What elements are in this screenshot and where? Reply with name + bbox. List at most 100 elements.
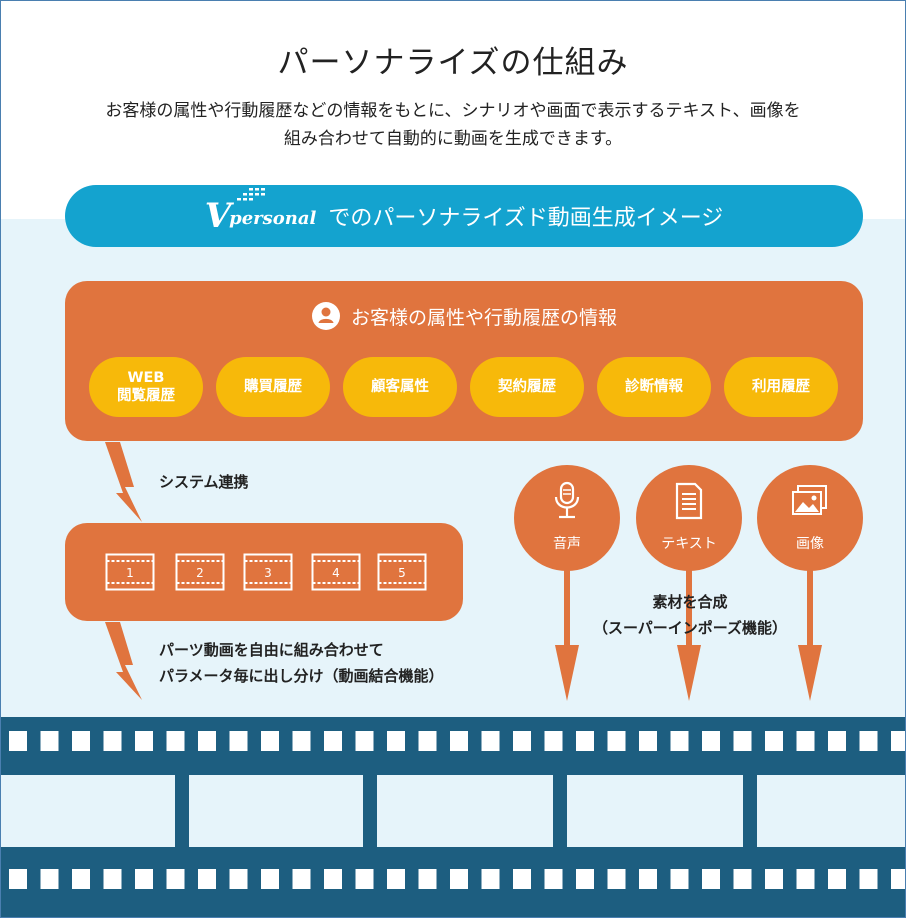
sprocket-hole xyxy=(576,869,594,889)
pill-line-1: WEB xyxy=(127,370,165,386)
pill-line-1: 利用履歴 xyxy=(752,379,810,395)
sprocket-hole xyxy=(9,869,27,889)
sprocket-hole xyxy=(639,731,657,751)
sprocket-hole xyxy=(261,869,279,889)
material-label: 音声 xyxy=(553,536,581,552)
attributes-heading-text: お客様の属性や行動履歴の情報 xyxy=(350,306,617,329)
sprocket-hole xyxy=(891,869,905,889)
film-frame-icon: 2 xyxy=(175,553,225,591)
attribute-pill-purchase: 購買履歴 xyxy=(216,357,330,417)
material-label: 画像 xyxy=(796,536,824,552)
sprocket-hole xyxy=(292,869,311,889)
sprocket-hole xyxy=(103,731,122,751)
sprocket-hole xyxy=(513,731,531,751)
sprocket-hole xyxy=(387,731,405,751)
sprocket-hole xyxy=(481,731,500,751)
sprocket-hole xyxy=(796,731,815,751)
sprocket-hole xyxy=(639,869,657,889)
sprocket-hole xyxy=(324,869,342,889)
sprocket-hole xyxy=(229,869,248,889)
system-link-label: システム連携 xyxy=(159,473,249,491)
sprocket-hole xyxy=(166,731,185,751)
attribute-pill-customer: 顧客属性 xyxy=(343,357,457,417)
customer-attributes-panel: お客様の属性や行動履歴の情報 WEB 閲覧履歴 購買履歴 顧客属性 契約履歴 診… xyxy=(65,281,863,441)
sprocket-hole xyxy=(544,731,563,751)
sprocket-hole xyxy=(450,731,468,751)
material-image: 画像 xyxy=(757,465,863,571)
sprocket-hole xyxy=(229,731,248,751)
frame-number: 2 xyxy=(196,566,204,580)
sprocket-hole xyxy=(481,869,500,889)
sprocket-hole xyxy=(544,869,563,889)
sprocket-hole xyxy=(355,731,374,751)
output-film-strip xyxy=(1,717,905,917)
material-label: テキスト xyxy=(661,536,717,552)
sprocket-hole xyxy=(576,731,594,751)
page-title: パーソナライズの仕組み xyxy=(277,45,629,81)
sprocket-hole xyxy=(450,869,468,889)
sprocket-hole xyxy=(355,869,374,889)
sprocket-hole xyxy=(135,731,153,751)
frame-number: 4 xyxy=(332,566,340,580)
pill-line-1: 顧客属性 xyxy=(371,379,429,395)
materials-caption: 素材を合成 （スーパーインポーズ機能） xyxy=(575,589,805,641)
sprocket-hole xyxy=(607,869,626,889)
sprocket-hole xyxy=(324,731,342,751)
sprocket-hole xyxy=(418,869,437,889)
sprocket-hole xyxy=(828,869,846,889)
logo-wordmark: personal xyxy=(229,208,317,229)
vpersonal-logo: V personal xyxy=(205,188,317,233)
sprocket-hole xyxy=(292,731,311,751)
sprocket-hole xyxy=(733,731,752,751)
frame-number: 5 xyxy=(398,566,406,580)
pill-line-2: 閲覧履歴 xyxy=(117,388,175,404)
pill-line-1: 診断情報 xyxy=(625,379,683,395)
page-description: お客様の属性や行動履歴などの情報をもとに、シナリオや画面で表示するテキスト、画像… xyxy=(1,97,905,153)
sprocket-hole xyxy=(198,731,216,751)
parts-caption-line-1: パーツ動画を自由に組み合わせて xyxy=(159,641,384,659)
sprocket-hole xyxy=(9,731,27,751)
sprocket-hole xyxy=(198,869,216,889)
microphone-icon xyxy=(554,481,580,519)
parts-caption: パーツ動画を自由に組み合わせて パラメータ毎に出し分け（動画結合機能） xyxy=(159,637,444,689)
film-frame-icon: 3 xyxy=(243,553,293,591)
attributes-heading: お客様の属性や行動履歴の情報 xyxy=(65,301,863,331)
sprocket-hole xyxy=(670,731,689,751)
sprocket-hole xyxy=(387,869,405,889)
parts-caption-line-2: パラメータ毎に出し分け（動画結合機能） xyxy=(159,667,444,685)
attribute-pill-usage: 利用履歴 xyxy=(724,357,838,417)
sprocket-hole xyxy=(796,869,815,889)
material-audio: 音声 xyxy=(514,465,620,571)
sprocket-hole xyxy=(765,869,783,889)
sprocket-hole xyxy=(72,869,90,889)
sprocket-hole xyxy=(40,731,59,751)
sprocket-hole xyxy=(513,869,531,889)
attribute-pill-diagnosis: 診断情報 xyxy=(597,357,711,417)
document-icon xyxy=(675,482,703,520)
material-text: テキスト xyxy=(636,465,742,571)
sprocket-hole xyxy=(765,731,783,751)
sprocket-hole xyxy=(166,869,185,889)
sprocket-hole xyxy=(40,869,59,889)
film-frame-icon: 4 xyxy=(311,553,361,591)
sprocket-hole xyxy=(702,731,720,751)
vpersonal-banner: V personal でのパーソナライズド動画生成イメージ xyxy=(65,185,863,247)
description-line-2: 組み合わせて自動的に動画を生成できます。 xyxy=(283,129,623,149)
sprocket-hole xyxy=(103,869,122,889)
sprocket-hole xyxy=(670,869,689,889)
sprocket-hole xyxy=(607,731,626,751)
sprocket-hole xyxy=(891,731,905,751)
frame-number: 3 xyxy=(264,566,272,580)
sprocket-hole xyxy=(733,869,752,889)
film-frame-icon: 5 xyxy=(377,553,427,591)
sprocket-hole xyxy=(135,869,153,889)
sprocket-hole xyxy=(261,731,279,751)
sprocket-hole xyxy=(859,731,878,751)
frame-number: 1 xyxy=(126,566,134,580)
person-pin-icon xyxy=(311,302,340,330)
materials-caption-line-2: （スーパーインポーズ機能） xyxy=(592,619,788,637)
logo-dots-icon xyxy=(236,188,265,201)
description-line-1: お客様の属性や行動履歴などの情報をもとに、シナリオや画面で表示するテキスト、画像… xyxy=(105,101,801,121)
sprocket-hole xyxy=(828,731,846,751)
